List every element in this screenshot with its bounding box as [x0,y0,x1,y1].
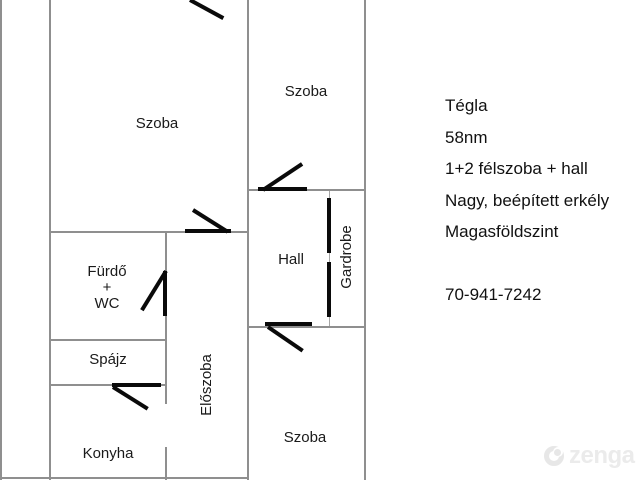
furdo-line: Fürdő [87,263,127,280]
wall [0,477,249,479]
door-leaf [258,187,307,191]
listing-details: Tégla 58nm 1+2 félszoba + hall Nagy, beé… [445,90,609,248]
door-leaf [185,229,231,233]
wall [329,190,330,327]
detail-layout: 1+2 félszoba + hall [445,159,588,178]
zenga-logo-icon [544,446,564,466]
door-leaf [163,271,167,316]
wall [364,0,366,480]
furdo-wc: WC [94,295,120,312]
detail-size: 58nm [445,127,488,147]
wardrobe-door-mark [327,262,331,317]
room-label-gardrobe: Gardrobe [338,225,355,289]
wall [247,326,366,328]
room-label-eloszoba: Előszoba [198,354,215,416]
door-leaf [112,383,161,387]
wall [49,231,249,233]
room-label-furdo-wc: Fürdő + WC [87,264,126,312]
room-label-szoba-top-right: Szoba [284,83,328,100]
watermark-brand: zenga [569,442,635,469]
wall [49,0,51,480]
door-swing [111,385,149,411]
room-label-szoba-bottom-right: Szoba [283,429,327,446]
door-swing [266,325,304,353]
room-label-szoba-left: Szoba [135,115,179,132]
furdo-plus: + [102,279,112,296]
room-label-hall: Hall [278,251,304,268]
wall [49,384,167,386]
watermark: zenga [544,444,635,468]
wall [165,447,167,480]
wall [165,232,167,404]
wall [0,0,2,480]
room-label-spajz: Spájz [89,351,127,368]
wardrobe-door-mark [327,198,331,253]
detail-material: Tégla [445,96,488,115]
room-label-konyha: Konyha [82,445,134,462]
phone-number: 70-941-7242 [445,285,542,304]
door-swing [189,0,225,20]
wall [49,339,167,341]
detail-balcony: Nagy, beépített erkély [445,190,610,210]
wall [247,0,249,480]
detail-floor: Magasföldszint [445,222,559,241]
door-leaf [265,322,312,326]
